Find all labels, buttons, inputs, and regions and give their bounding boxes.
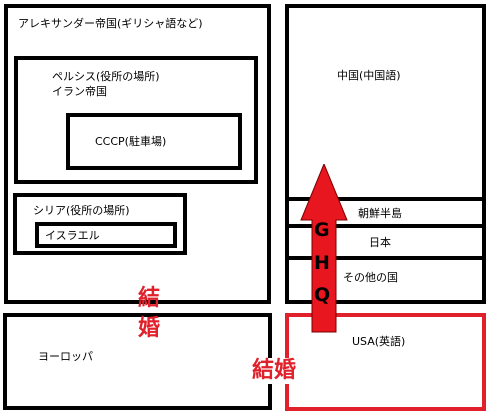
korea-bottom-divider — [285, 224, 486, 228]
japan-bottom-divider — [285, 256, 486, 260]
europe-box — [3, 313, 272, 410]
usa-label: USA(英語) — [352, 335, 406, 348]
ghq-arrow-shape — [300, 164, 348, 333]
cccp-box — [66, 113, 242, 170]
ghq-arrow — [300, 164, 348, 333]
korea-label: 朝鮮半島 — [358, 207, 402, 220]
alexander-empire-label: アレキサンダー帝国(ギリシャ語など) — [18, 17, 203, 30]
korea-top-divider — [285, 197, 486, 201]
syria-label: シリア(役所の場所) — [33, 204, 130, 217]
europe-label: ヨーロッパ — [38, 350, 93, 363]
marriage-left-char1: 結 — [138, 286, 161, 311]
israel-box — [35, 222, 177, 248]
ghq-letter-g: G — [314, 219, 330, 241]
iran-empire-label: イラン帝国 — [52, 85, 107, 98]
china-label: 中国(中国語) — [337, 69, 401, 82]
israel-label: イスラエル — [45, 229, 100, 242]
japan-label: 日本 — [369, 236, 391, 249]
marriage-left-char2: 婚 — [138, 316, 161, 341]
ghq-letter-q: Q — [314, 284, 331, 306]
persia-label: ペルシス(役所の場所) — [52, 70, 160, 83]
ghq-letter-h: H — [314, 252, 330, 274]
cccp-label: CCCP(駐車場) — [95, 135, 167, 148]
others-label: その他の国 — [343, 271, 398, 284]
marriage-right-label: 結婚 — [251, 358, 298, 384]
